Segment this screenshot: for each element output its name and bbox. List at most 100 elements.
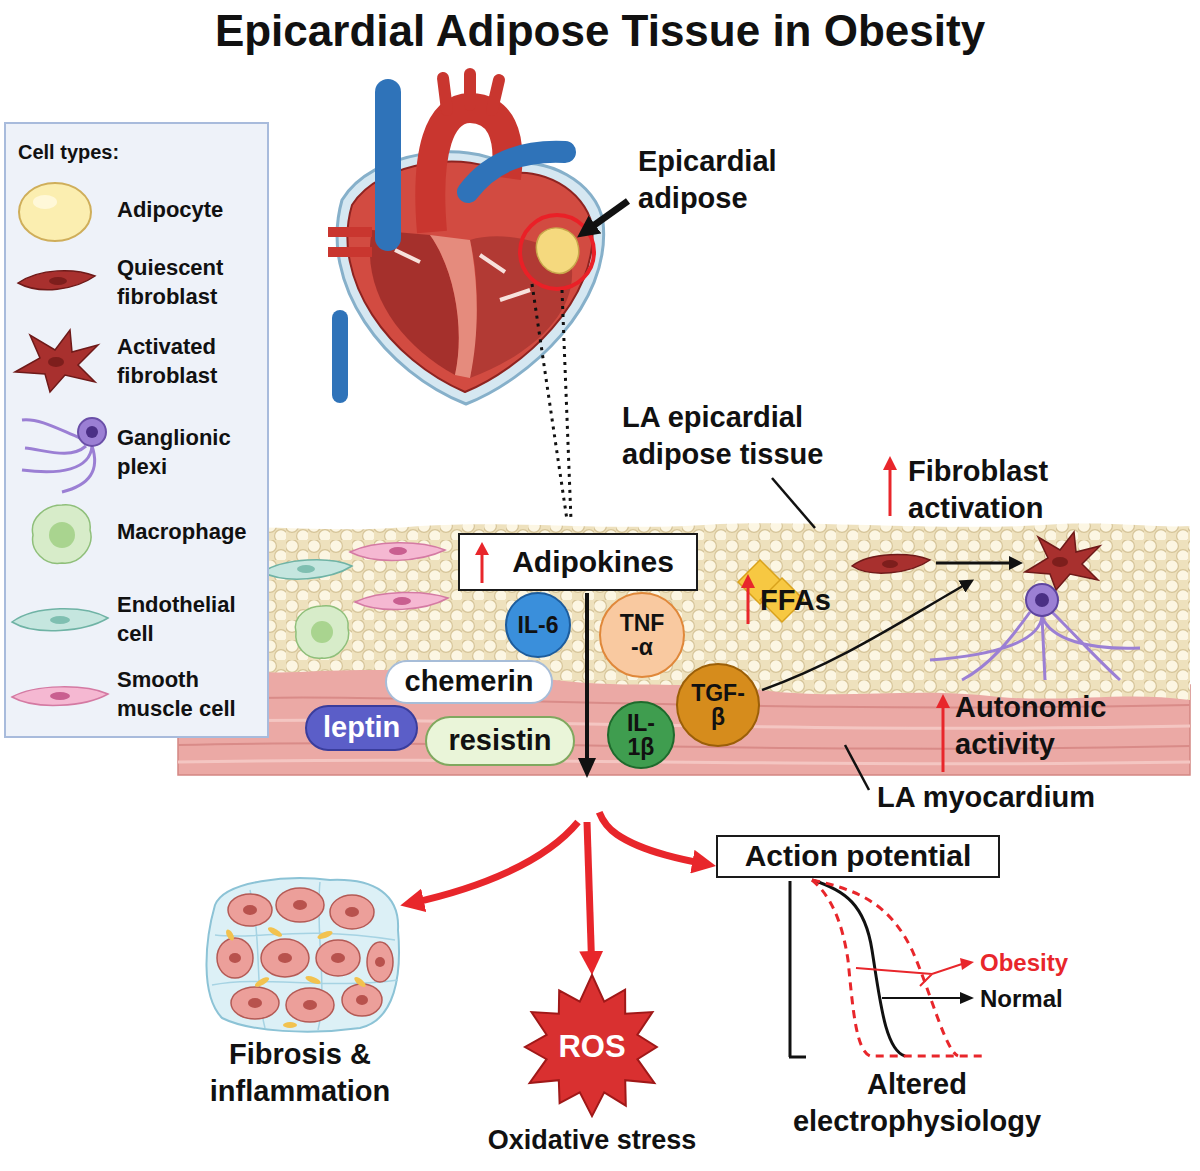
fibrosis-illustration bbox=[356, 995, 368, 1005]
fibrosis-illustration bbox=[330, 895, 374, 929]
fibrosis-illustration bbox=[217, 938, 253, 978]
legend-item: Activated fibroblast bbox=[117, 333, 264, 390]
increase-arrows bbox=[936, 694, 950, 708]
legend-panel bbox=[33, 195, 57, 209]
annotation-label: Cell types: bbox=[18, 140, 238, 166]
label-wrap: Obesity bbox=[980, 948, 1100, 979]
node-text: chemerin bbox=[405, 665, 534, 698]
legend-panel bbox=[12, 687, 108, 706]
fibrosis-illustration bbox=[342, 984, 382, 1016]
fibrosis-illustration bbox=[206, 878, 399, 1031]
legend-panel bbox=[78, 418, 106, 446]
fibrosis-illustration bbox=[229, 953, 241, 963]
action-potential-plot bbox=[789, 1056, 806, 1059]
fibrosis-illustration bbox=[217, 888, 393, 1022]
signal-arrow bbox=[578, 593, 596, 778]
label-wrap: LA epicardial adipose tissue bbox=[622, 399, 850, 473]
legend-panel bbox=[32, 505, 91, 564]
legend-item: Endothelial cell bbox=[117, 591, 264, 648]
tissue-cells bbox=[355, 592, 448, 609]
node-text: IL-6 bbox=[518, 613, 559, 637]
heart-illustration bbox=[328, 227, 372, 237]
legend-panel bbox=[15, 330, 98, 392]
fibrosis-illustration bbox=[286, 988, 334, 1022]
tissue-cells bbox=[1026, 584, 1058, 616]
legend-item: Adipocyte bbox=[117, 196, 264, 225]
action-potential-plot bbox=[960, 958, 974, 970]
heart-illustration bbox=[464, 74, 476, 105]
action-potential-plot bbox=[812, 880, 985, 1056]
leader-lines bbox=[772, 478, 869, 790]
increase-arrows bbox=[883, 456, 897, 470]
adipokine-pill: chemerin bbox=[385, 660, 553, 704]
node-text: TNF -α bbox=[613, 611, 671, 659]
tissue-cells bbox=[930, 612, 1140, 680]
legend-text: Ganglionic plexi bbox=[117, 424, 264, 481]
increase-arrow bbox=[475, 542, 489, 555]
fibrosis-illustration bbox=[261, 939, 309, 977]
node-heading: Oxidative stress bbox=[488, 1125, 697, 1156]
annotation-label: Epicardial adipose bbox=[638, 143, 803, 217]
fibrosis-illustration bbox=[367, 942, 393, 982]
action-potential-plot bbox=[960, 992, 974, 1004]
legend-panel bbox=[19, 183, 91, 241]
heart-illustration bbox=[328, 247, 372, 257]
fibrosis-illustration bbox=[375, 957, 385, 967]
heart-illustration bbox=[468, 152, 565, 192]
node-text: leptin bbox=[323, 711, 400, 744]
signal-arrow bbox=[578, 758, 596, 778]
tissue-cells bbox=[852, 555, 930, 574]
legend-panel bbox=[5, 123, 268, 737]
cytokine-circle: IL-6 bbox=[505, 592, 571, 658]
node-text: resistin bbox=[448, 724, 551, 757]
fibrosis-illustration bbox=[206, 878, 399, 1031]
heart-illustration bbox=[562, 290, 571, 520]
annotation-label: Normal bbox=[980, 984, 1100, 1015]
action-potential-plot bbox=[789, 880, 985, 1057]
tissue-strip bbox=[178, 523, 1190, 700]
heart-illustration bbox=[375, 92, 401, 238]
legend-item: Ganglionic plexi bbox=[117, 424, 264, 481]
title-wrap: Epicardial Adipose Tissue in Obesity bbox=[0, 6, 1200, 57]
fibrosis-illustration bbox=[231, 987, 279, 1019]
fibrosis-illustration bbox=[243, 905, 257, 915]
legend-panel bbox=[49, 277, 67, 285]
fibrosis-illustration bbox=[316, 940, 360, 976]
increase-arrow bbox=[481, 553, 484, 583]
legend-item: Smooth muscle cell bbox=[117, 666, 264, 723]
ros-star-shape bbox=[525, 975, 657, 1116]
tissue-strip bbox=[178, 523, 1190, 775]
tissue-cells bbox=[262, 560, 352, 579]
fibrosis-illustration bbox=[303, 1000, 317, 1010]
annotation-label: Autonomic activity bbox=[955, 689, 1133, 763]
tissue-cells bbox=[311, 621, 333, 643]
fibrosis-illustration bbox=[331, 953, 345, 963]
annotation-label: Fibrosis & inflammation bbox=[190, 1036, 410, 1110]
legend-item: Quiescent fibroblast bbox=[117, 254, 264, 311]
fibrosis-illustration bbox=[283, 1022, 297, 1028]
label-wrap: Cell types: bbox=[18, 140, 238, 166]
annotation-label: LA epicardial adipose tissue bbox=[622, 399, 850, 473]
fibrosis-illustration bbox=[345, 907, 359, 917]
label-wrap: Fibroblast activation bbox=[908, 453, 1086, 527]
tissue-cells bbox=[1052, 557, 1068, 567]
node-text: IL- 1β bbox=[621, 711, 661, 759]
legend-text: Macrophage bbox=[117, 518, 264, 547]
label-wrap: LA myocardium bbox=[877, 779, 1137, 816]
fibrosis-illustration bbox=[224, 925, 367, 1028]
leader-lines bbox=[772, 478, 815, 528]
heart-illustration bbox=[332, 318, 348, 395]
fibrosis-illustration bbox=[224, 928, 235, 941]
tissue-cells bbox=[393, 597, 411, 605]
annotation-label: LA myocardium bbox=[877, 779, 1137, 816]
annotation-label: Fibroblast activation bbox=[908, 453, 1086, 527]
cytokine-circle: TGF- β bbox=[676, 663, 761, 748]
leader-lines bbox=[845, 745, 869, 790]
action-potential-plot bbox=[812, 880, 958, 1056]
fibrosis-illustration bbox=[267, 925, 284, 938]
label-wrap: Altered electrophysiology bbox=[767, 1066, 1067, 1140]
fibrosis-illustration bbox=[353, 975, 368, 989]
heart-illustration bbox=[532, 284, 567, 520]
section-box: Action potential bbox=[716, 835, 1000, 878]
